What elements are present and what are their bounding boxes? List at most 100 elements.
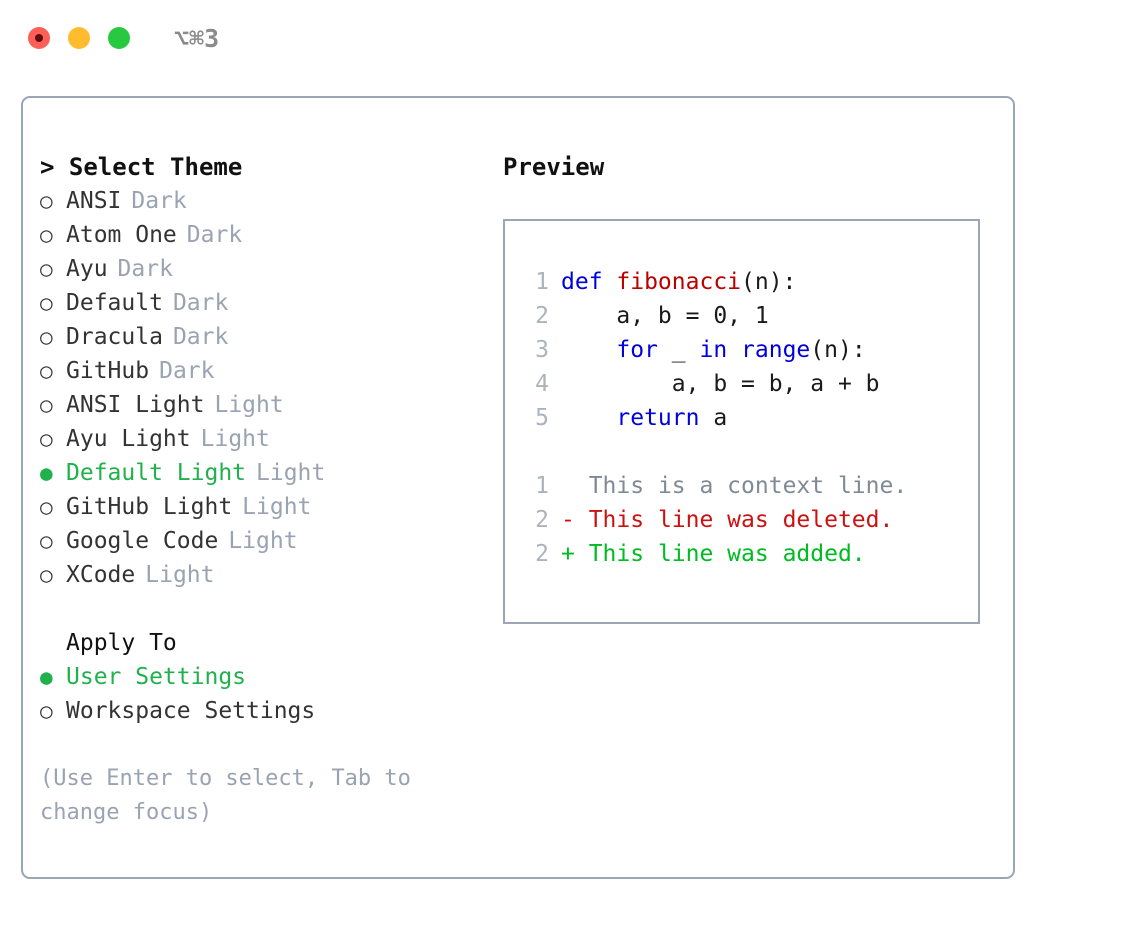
line-number: 2 (535, 303, 549, 329)
code-line: 1 def fibonacci(n): (517, 265, 978, 299)
radio-unselected-icon: ○ (40, 257, 53, 281)
diff-line: 2- This line was deleted. (517, 503, 978, 537)
code-token: in (699, 337, 728, 363)
radio-unselected-icon: ○ (40, 529, 53, 553)
theme-category-label: Light (256, 460, 326, 486)
theme-list-item[interactable]: ○ Google Code Light (40, 524, 503, 558)
radio-unselected-icon: ○ (40, 563, 53, 587)
code-line: 5 return a (517, 401, 978, 435)
title-bar: ⌥⌘3 (0, 0, 1140, 76)
line-number: 3 (535, 337, 549, 363)
code-token: (n): (741, 269, 797, 295)
line-number: 5 (535, 405, 549, 431)
code-line: 4 a, b = b, a + b (517, 367, 978, 401)
code-text: for _ in range(n): (561, 333, 865, 367)
code-token: for (616, 337, 658, 363)
radio-unselected-icon: ○ (40, 189, 53, 213)
radio-selected-icon: ● (40, 665, 53, 689)
code-token: a (699, 405, 728, 431)
theme-list-item[interactable]: ○ Dracula Dark (40, 320, 503, 354)
code-token: def (561, 269, 617, 295)
theme-category-label: Light (228, 528, 298, 554)
apply-to-heading: Apply To (66, 630, 177, 656)
theme-list-item[interactable]: ○ GitHub Dark (40, 354, 503, 388)
traffic-light-group (28, 27, 130, 49)
line-number: 2 (535, 507, 549, 533)
code-token: range (741, 337, 811, 363)
code-text: a, b = 0, 1 (561, 299, 769, 333)
keyboard-hint-text: (Use Enter to select, Tab to change focu… (40, 766, 411, 825)
line-number: 1 (535, 269, 549, 295)
theme-category-label: Dark (172, 324, 229, 350)
theme-category-label: Dark (117, 256, 173, 282)
code-token: a, b = 0, 1 (561, 303, 769, 329)
apply-to-heading-row: ○ Apply To (40, 626, 503, 660)
code-text: def fibonacci(n): (561, 265, 796, 299)
apply-to-item[interactable]: ● User Settings (40, 660, 503, 694)
radio-unselected-icon: ○ (40, 325, 53, 349)
minimize-icon[interactable] (68, 27, 90, 49)
radio-unselected-icon: ○ (40, 427, 53, 451)
diff-line: 2+ This line was added. (517, 537, 978, 571)
line-number: 4 (535, 371, 549, 397)
apply-to-item[interactable]: ○ Workspace Settings (40, 694, 503, 728)
diff-marker: - (561, 507, 589, 533)
diff-sample: 1 This is a context line.2- This line wa… (517, 469, 978, 571)
keyboard-shortcut-label: ⌥⌘3 (174, 23, 220, 53)
theme-category-label: Dark (186, 222, 243, 248)
code-token: a, b = b, a + b (561, 371, 880, 397)
code-diff-spacer (517, 435, 978, 469)
radio-unselected-icon: ○ (40, 495, 53, 519)
radio-unselected-icon: ○ (40, 291, 53, 315)
theme-name: Google Code (66, 528, 219, 554)
theme-category-label: Light (242, 494, 312, 520)
preview-heading: Preview (503, 153, 605, 181)
theme-name: ANSI (66, 188, 122, 214)
apply-to-list: ● User Settings ○ Workspace Settings (40, 660, 503, 728)
close-icon[interactable] (28, 27, 50, 49)
theme-name: Default (66, 290, 163, 316)
code-line: 2 a, b = 0, 1 (517, 299, 978, 333)
spacer-bullet: ○ (40, 626, 66, 660)
apply-to-label: Workspace Settings (66, 698, 316, 724)
radio-unselected-icon: ○ (40, 359, 53, 383)
diff-line: 1 This is a context line. (517, 469, 978, 503)
diff-text: This line was added. (588, 541, 866, 567)
theme-category-label: Light (214, 392, 284, 418)
line-number: 1 (535, 473, 549, 499)
code-token (561, 337, 616, 363)
diff-marker: + (561, 541, 589, 567)
theme-name: Ayu Light (66, 426, 191, 452)
code-line: 3 for _ in range(n): (517, 333, 978, 367)
apply-to-label: User Settings (66, 664, 247, 690)
theme-name: Dracula (66, 324, 163, 350)
radio-unselected-icon: ○ (40, 223, 53, 247)
theme-name: Default Light (66, 460, 247, 486)
select-theme-heading: > Select Theme (40, 153, 243, 181)
code-text: a, b = b, a + b (561, 367, 880, 401)
theme-name: Ayu (66, 256, 108, 282)
theme-list-item[interactable]: ○ Ayu Dark (40, 252, 503, 286)
radio-unselected-icon: ○ (40, 699, 53, 723)
diff-text: This is a context line. (588, 473, 908, 499)
theme-category-label: Dark (159, 358, 215, 384)
diff-marker (561, 469, 589, 503)
diff-text: This line was deleted. (588, 507, 894, 533)
theme-name: GitHub (66, 358, 150, 384)
maximize-icon[interactable] (108, 27, 130, 49)
theme-name: XCode (66, 562, 136, 588)
